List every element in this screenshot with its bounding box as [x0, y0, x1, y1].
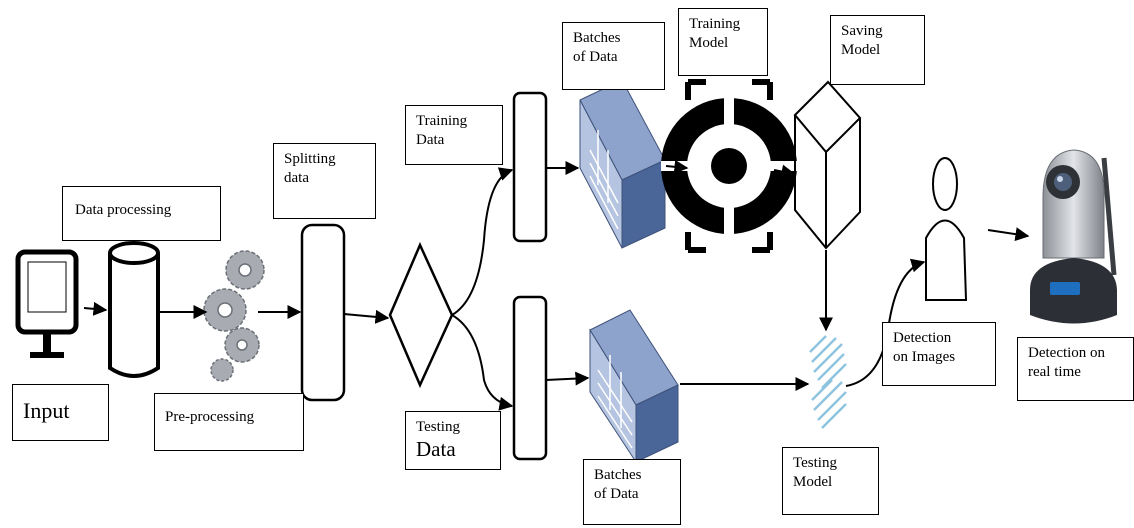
person-outline-icon	[925, 157, 968, 301]
testing-model-line2: Model	[793, 474, 833, 490]
testing-model-hatch-icon	[809, 335, 847, 429]
batches-bottom-line1: Batches	[594, 467, 642, 483]
decision-diamond-icon	[388, 241, 454, 389]
testing-data-line1: Testing	[416, 419, 460, 435]
database-cylinder-icon	[108, 241, 160, 378]
saving-model-label: Saving Model	[830, 15, 925, 85]
input-label: Input	[12, 384, 109, 441]
target-crosshair-icon	[661, 79, 797, 253]
batches-bottom-line2: of Data	[594, 486, 639, 502]
training-model-line1: Training	[689, 16, 741, 32]
detection-realtime-label: Detection on real time	[1017, 337, 1134, 401]
pre-processing-text: Pre-processing	[165, 409, 255, 425]
testing-model-line1: Testing	[793, 455, 837, 471]
data-batch-block-icon	[589, 309, 679, 464]
testing-data-line2: Data	[416, 437, 456, 461]
batches-top-label: Batches of Data	[562, 22, 665, 90]
rounded-rectangle-icon	[300, 223, 346, 402]
training-data-rectangle	[512, 91, 548, 243]
detection-images-line2: on Images	[893, 349, 956, 365]
saving-model-line2: Model	[841, 42, 881, 58]
data-processing-text: Data processing	[75, 202, 172, 218]
detection-realtime-line2: real time	[1028, 364, 1081, 380]
detection-images-label: Detection on Images	[882, 322, 996, 386]
training-model-line2: Model	[689, 35, 729, 51]
batches-top-line1: Batches	[573, 30, 621, 46]
detection-images-line1: Detection	[893, 330, 952, 346]
gears-icon	[203, 250, 265, 382]
training-model-label: Training Model	[678, 8, 768, 76]
testing-data-label: Testing Data	[405, 411, 501, 470]
splitting-data-label: Splitting data	[273, 143, 376, 219]
cube-icon	[793, 80, 862, 250]
input-label-text: Input	[23, 398, 70, 423]
testing-model-label: Testing Model	[782, 447, 879, 515]
training-data-line1: Training	[416, 113, 468, 129]
training-data-line2: Data	[416, 132, 445, 148]
pre-processing-label: Pre-processing	[154, 393, 304, 451]
data-processing-label: Data processing	[62, 186, 221, 241]
testing-data-rectangle	[512, 295, 548, 461]
batches-top-line2: of Data	[573, 49, 618, 65]
detection-realtime-line1: Detection on	[1028, 345, 1106, 361]
monitor-icon	[15, 249, 79, 358]
batches-bottom-label: Batches of Data	[583, 459, 681, 525]
splitting-data-line1: Splitting	[284, 151, 336, 167]
saving-model-line1: Saving	[841, 23, 883, 39]
data-batch-block-icon	[579, 79, 666, 249]
training-data-label: Training Data	[405, 105, 503, 165]
splitting-data-line2: data	[284, 170, 309, 186]
ip-camera-icon	[1030, 149, 1117, 324]
